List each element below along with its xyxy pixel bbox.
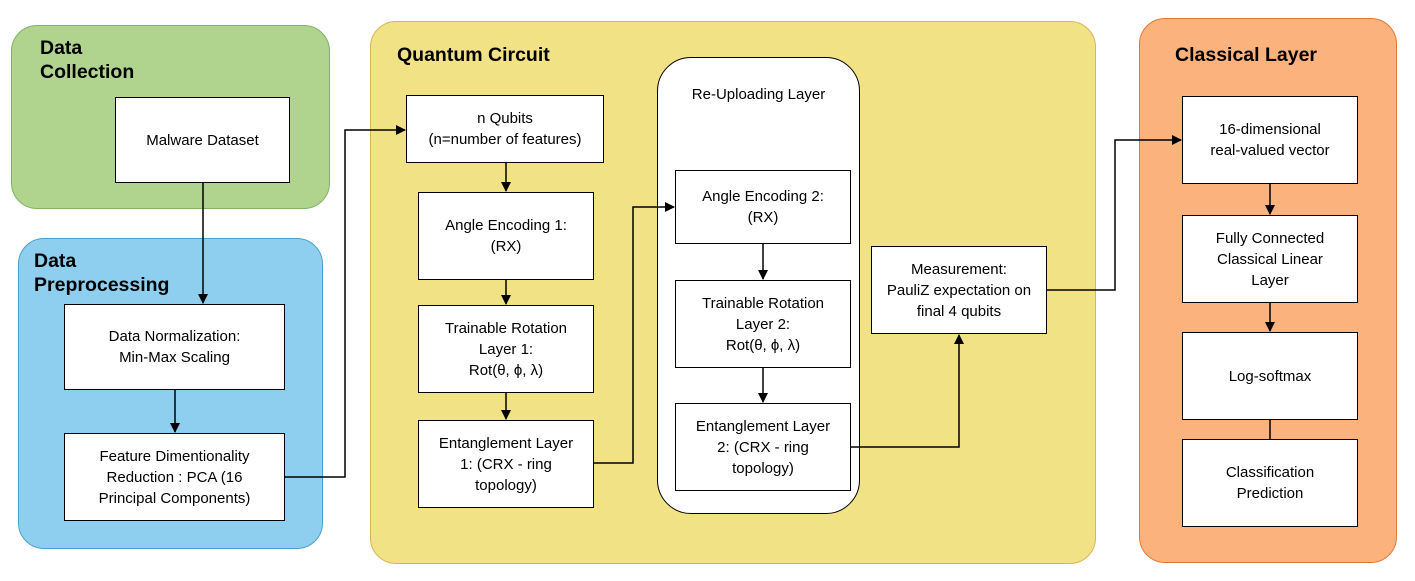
- measurement-node: Measurement: PauliZ expectation on final…: [871, 246, 1047, 334]
- entanglement-layer-1-node: Entanglement Layer 1: (CRX - ring topolo…: [418, 420, 594, 508]
- fully-connected-node: Fully Connected Classical Linear Layer: [1182, 215, 1358, 303]
- n-qubits-node: n Qubits (n=number of features): [406, 95, 604, 163]
- angle-encoding-1-node: Angle Encoding 1: (RX): [418, 192, 594, 280]
- malware-dataset-node: Malware Dataset: [115, 97, 290, 183]
- re-uploading-layer-title: Re-Uploading Layer: [691, 86, 826, 103]
- pca-node: Feature Dimentionality Reduction : PCA (…: [64, 433, 285, 521]
- log-softmax-node: Log-softmax: [1182, 332, 1358, 420]
- vector-node: 16-dimensional real-valued vector: [1182, 96, 1358, 184]
- trainable-rotation-2-node: Trainable Rotation Layer 2: Rot(θ, ϕ, λ): [675, 280, 851, 368]
- trainable-rotation-1-node: Trainable Rotation Layer 1: Rot(θ, ϕ, λ): [418, 305, 594, 393]
- quantum-circuit-title: Quantum Circuit: [397, 44, 550, 66]
- classification-prediction-node: Classification Prediction: [1182, 439, 1358, 527]
- data-collection-title: Data Collection: [40, 37, 135, 83]
- classical-layer-title: Classical Layer: [1175, 44, 1318, 66]
- angle-encoding-2-node: Angle Encoding 2: (RX): [675, 170, 851, 244]
- data-preprocessing-title: Data Preprocessing: [34, 250, 170, 296]
- entanglement-layer-2-node: Entanglement Layer 2: (CRX - ring topolo…: [675, 403, 851, 491]
- data-normalization-node: Data Normalization: Min-Max Scaling: [64, 304, 285, 390]
